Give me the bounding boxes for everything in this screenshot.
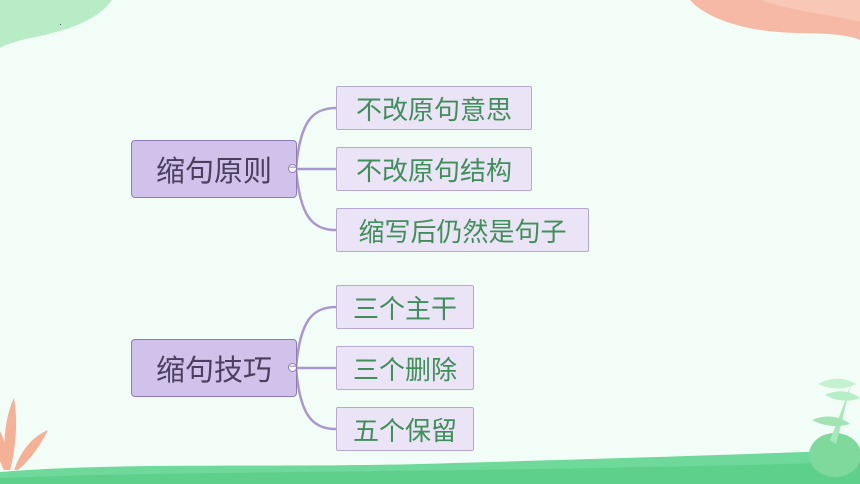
- connector-1-1: [294, 106, 337, 170]
- root-label: 缩句原则: [155, 154, 272, 188]
- branch-node-1-3[interactable]: 缩写后仍然是句子: [336, 208, 589, 252]
- branch-label: 五个保留: [352, 416, 457, 447]
- branch-node-1-1[interactable]: 不改原句意思: [336, 86, 532, 130]
- branch-node-2-2[interactable]: 三个删除: [336, 346, 474, 390]
- branch-label: 三个删除: [352, 355, 457, 386]
- branch-label: 三个主干: [352, 294, 457, 325]
- branch-label: 不改原句意思: [355, 95, 512, 126]
- branch-node-1-2[interactable]: 不改原句结构: [336, 147, 532, 191]
- root-node-principles[interactable]: 缩句原则: [131, 140, 297, 198]
- connector-2-3: [294, 367, 337, 431]
- connector-2-1: [294, 305, 337, 369]
- branch-node-2-1[interactable]: 三个主干: [336, 285, 474, 329]
- branch-label: 缩写后仍然是句子: [358, 217, 567, 248]
- collapse-toggle-techniques[interactable]: −: [288, 362, 297, 372]
- stray-dot: [60, 24, 61, 25]
- top-left-blob: [0, 0, 112, 48]
- connectors-group-2: [294, 305, 337, 431]
- orange-plant: [0, 398, 48, 470]
- root-node-techniques[interactable]: 缩句技巧: [131, 339, 297, 397]
- root-label: 缩句技巧: [155, 353, 272, 387]
- connector-1-3: [294, 168, 337, 232]
- green-plant: [809, 378, 860, 477]
- branch-node-2-3[interactable]: 五个保留: [336, 407, 474, 451]
- connectors-group-1: [294, 106, 337, 232]
- collapse-toggle-principles[interactable]: −: [288, 163, 297, 173]
- branch-label: 不改原句结构: [355, 156, 512, 187]
